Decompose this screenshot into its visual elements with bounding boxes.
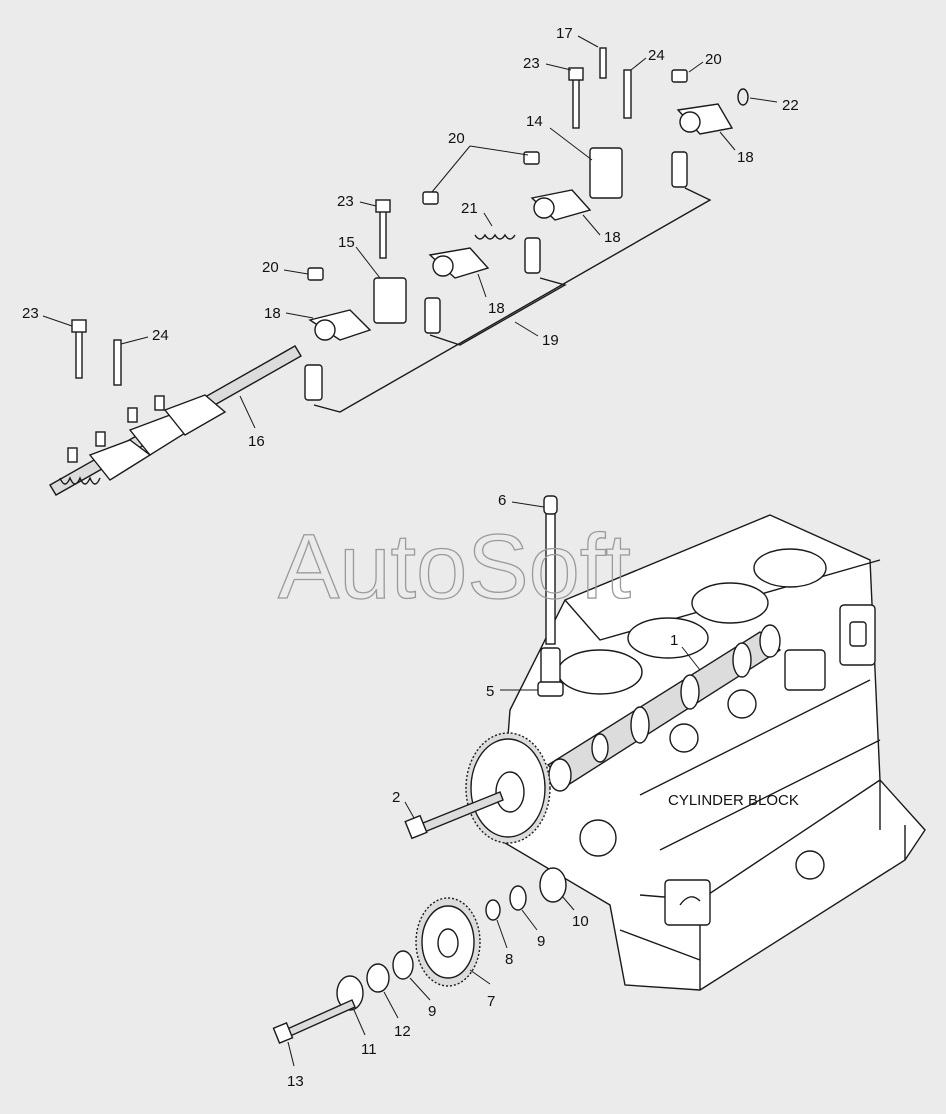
rocker-arm-parts [71,47,749,413]
idler-gear-assembly [272,867,567,1044]
callout-2: 2 [392,789,415,819]
cylinder-block [499,514,926,991]
gear-bolt [404,791,504,840]
callout-label: 22 [782,97,799,114]
callout-24: 24 [630,47,665,71]
callout-18: 18 [719,131,754,166]
callout-7: 7 [469,969,495,1010]
callout-label: 9 [537,933,545,950]
callout-18d: 18 [477,273,505,317]
callout-label: 19 [542,332,559,349]
callout-label: 18 [604,229,621,246]
callout-16: 16 [239,395,265,450]
callout-9b: 9 [409,977,436,1020]
callout-label: 23 [22,305,39,322]
callout-9: 9 [521,909,545,950]
callout-label: 9 [428,1003,436,1020]
callout-label: 1 [670,632,678,649]
callout-17: 17 [556,25,599,48]
push-rod-and-tappet [537,495,564,697]
callout-14: 14 [526,113,593,161]
camshaft-gear [465,732,551,844]
callout-label: 8 [505,951,513,968]
callout-19: 19 [514,321,559,349]
callout-label: 5 [486,683,494,700]
callout-10: 10 [561,895,589,930]
callout-13: 13 [287,1041,304,1090]
callout-label: 20 [448,130,465,147]
callout-label: 17 [556,25,573,42]
callout-label: 13 [287,1073,304,1090]
callout-label: 18 [264,305,281,322]
callout-label: 18 [737,149,754,166]
camshaft [546,624,782,792]
callout-label: 21 [461,200,478,217]
callout-12: 12 [383,991,411,1040]
callout-label: 18 [488,300,505,317]
callout-20b: 20 [431,130,529,193]
callout-label: 20 [705,51,722,68]
callout-label: 12 [394,1023,411,1040]
callout-label: 24 [648,47,665,64]
callout-label: 20 [262,259,279,276]
callout-label: 14 [526,113,543,130]
callout-18c: 18 [264,305,314,322]
callout-8: 8 [496,919,513,968]
callout-label: 2 [392,789,400,806]
callout-6: 6 [498,492,545,509]
callout-15: 15 [338,234,381,279]
callout-label: 15 [338,234,355,251]
callout-label: 10 [572,913,589,930]
callout-labels: 17 23 24 20 22 14 18 20 23 21 18 15 20 1… [22,25,799,1090]
callout-label: 23 [523,55,540,72]
callout-label: 24 [152,327,169,344]
cylinder-block-label: CYLINDER BLOCK [668,792,799,809]
callout-label: 7 [487,993,495,1010]
callout-23c: 23 [22,305,73,327]
callout-18b: 18 [582,214,621,246]
callout-11: 11 [353,1009,377,1058]
callout-24b: 24 [120,327,169,345]
callout-label: 6 [498,492,506,509]
watermark: AutoSoft [278,516,631,618]
callout-label: 16 [248,433,265,450]
callout-label: 11 [361,1041,377,1058]
callout-23b: 23 [337,193,377,210]
callout-20c: 20 [262,259,309,276]
callout-21: 21 [461,200,493,227]
callout-22: 22 [749,97,799,114]
callout-5: 5 [486,683,538,700]
callout-1: 1 [670,632,701,671]
rocker-shaft-assembly [49,345,302,496]
callout-label: 23 [337,193,354,210]
callout-20: 20 [688,51,722,73]
callout-23: 23 [523,55,572,72]
